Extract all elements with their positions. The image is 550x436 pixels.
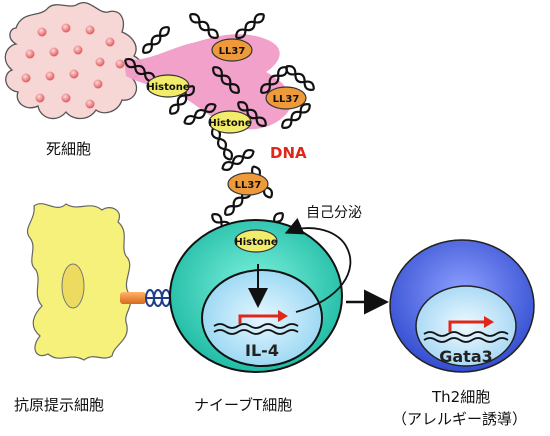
il4-gene-dna <box>213 323 299 335</box>
ll37-2-label: LL37 <box>273 94 300 105</box>
ll37-3: LL37 <box>227 172 269 196</box>
ll37-1: LL37 <box>211 38 253 62</box>
dead-cell-label: 死細胞 <box>46 140 92 158</box>
ll37-1-label: LL37 <box>219 46 246 57</box>
th2-cell-nucleus <box>415 285 517 367</box>
receptor-stalk <box>120 292 146 304</box>
gata3-gene-arrow <box>448 320 486 332</box>
th2-cell-sublabel: （アレルギー誘導） <box>392 410 528 428</box>
dead-cell <box>4 2 143 120</box>
histone-1: Histone <box>146 74 190 98</box>
histone-2: Histone <box>208 110 252 134</box>
th2-cell <box>389 239 535 373</box>
ll37-2: LL37 <box>265 86 307 110</box>
il4-label: IL-4 <box>245 341 279 360</box>
dna-cloud <box>124 34 292 130</box>
apc-nucleus <box>61 263 85 309</box>
histone-3-label: Histone <box>234 237 278 248</box>
naive-t-cell-nucleus <box>201 269 323 367</box>
histone-3: Histone <box>234 229 278 253</box>
naive-t-cell-label: ナイーブT細胞 <box>194 396 293 414</box>
dead-cell-dots <box>21 23 125 109</box>
antigen-presenting-cell <box>26 203 132 361</box>
receptor <box>120 289 172 307</box>
gata3-gene-dna <box>423 331 509 343</box>
ll37-3-label: LL37 <box>235 180 262 191</box>
histone-2-label: Histone <box>208 118 252 129</box>
histone-1-label: Histone <box>146 82 190 93</box>
apc-label: 抗原提示細胞 <box>14 396 105 414</box>
dna-label: DNA <box>270 144 307 162</box>
autocrine-arrow <box>284 217 352 313</box>
autocrine-label: 自己分泌 <box>306 205 362 221</box>
il4-gene-arrow <box>238 314 280 324</box>
gata3-label: Gata3 <box>439 347 493 366</box>
th2-cell-label: Th2細胞 <box>432 388 491 406</box>
